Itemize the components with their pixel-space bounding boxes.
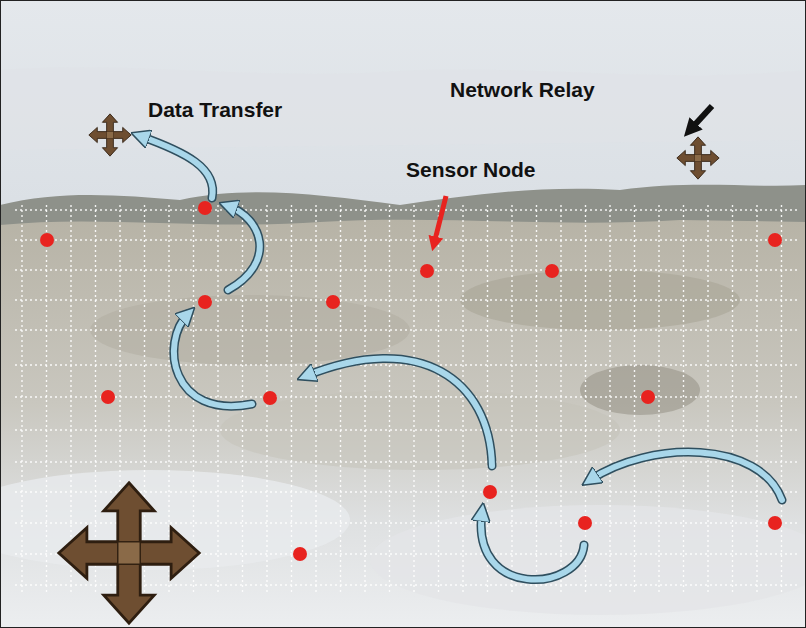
- arrow-label: Data Transfer: [148, 98, 282, 121]
- sensor-label: Sensor Node: [406, 158, 536, 181]
- relay-label: Network Relay: [450, 78, 595, 101]
